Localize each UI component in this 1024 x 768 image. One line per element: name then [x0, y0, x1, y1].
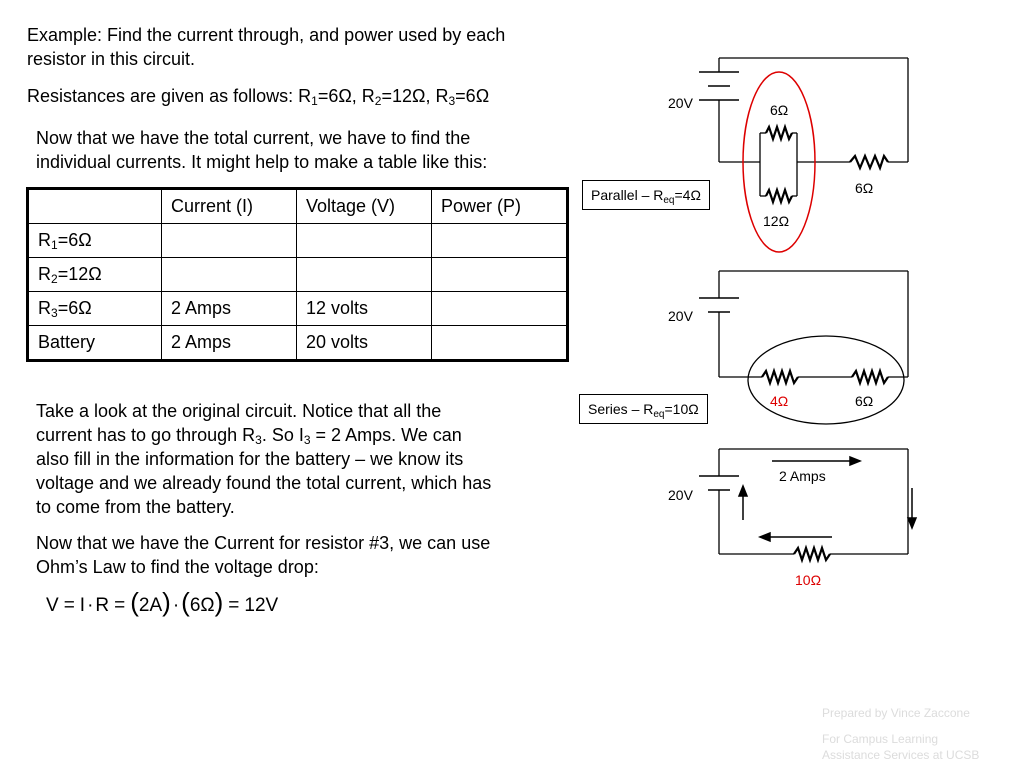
credit-org: For Campus Learning Assistance Services … — [822, 731, 979, 763]
r2-value: =12Ω, R — [381, 86, 449, 106]
eq-equals: = — [63, 595, 75, 616]
para2-line-2: Ohm’s Law to find the voltage drop: — [36, 557, 319, 577]
ohms-law-paragraph: Now that we have the Current for resisto… — [36, 531, 490, 579]
cell-power — [431, 325, 568, 361]
credit-org-line-2: Assistance Services at UCSB — [822, 748, 980, 762]
eq-equals: = — [114, 595, 126, 616]
circuit2-r-series-1-label: 4Ω — [770, 393, 789, 409]
header-current: Current (I) — [161, 188, 297, 224]
table-intro: Now that we have the total current, we h… — [36, 126, 487, 174]
para1-line-3: also fill in the information for the bat… — [36, 449, 464, 469]
battery-icon — [699, 475, 739, 491]
r3-value: =6Ω — [455, 86, 490, 106]
r1-value: =6Ω, R — [317, 86, 375, 106]
eq-result: 12V — [244, 595, 279, 616]
table-row: R2=12Ω — [27, 257, 568, 292]
para1-line-2: current has to go through R3. So I3 = 2 … — [36, 425, 462, 447]
circuit1-voltage-label: 20V — [668, 95, 693, 111]
parallel-highlight-icon — [742, 71, 816, 253]
header-power: Power (P) — [431, 188, 568, 224]
problem-line-1: Example: Find the current through, and p… — [27, 25, 506, 45]
para1-line-1: Take a look at the original circuit. Not… — [36, 401, 442, 421]
circuit3-resistance-label: 10Ω — [795, 572, 822, 588]
resistance-list: Resistances are given as follows: R1=6Ω,… — [27, 84, 489, 108]
cell-current: 2 Amps — [161, 325, 297, 361]
cell-voltage: 20 volts — [296, 325, 432, 361]
eq-dot: · — [87, 595, 94, 616]
parallel-equivalent-label: Parallel – Req=4Ω — [582, 180, 710, 210]
eq-i: I — [79, 595, 86, 616]
credit-author: Prepared by Vince Zaccone — [822, 706, 970, 720]
series-highlight-icon — [747, 335, 905, 425]
cell-current — [161, 257, 297, 292]
eq-term-resistance: 6Ω — [189, 595, 215, 616]
circuit1-r1-label: 6Ω — [770, 102, 789, 118]
table-intro-line-1: Now that we have the total current, we h… — [36, 128, 471, 148]
header-voltage: Voltage (V) — [296, 188, 432, 224]
values-table: Current (I) Voltage (V) Power (P) R1=6Ω … — [26, 187, 569, 362]
cell-power — [431, 291, 568, 326]
circuit-2-wires — [718, 270, 909, 378]
problem-line-2: resistor in this circuit. — [27, 49, 196, 69]
eq-dot: · — [172, 595, 180, 616]
eq-term-current: 2A — [138, 595, 163, 616]
series-equivalent-label: Series – Req=10Ω — [579, 394, 708, 424]
resistor-icon — [793, 544, 831, 564]
resistor-icon — [761, 367, 889, 387]
resistor-icon — [765, 123, 889, 206]
battery-icon — [699, 297, 739, 313]
explanation-paragraph: Take a look at the original circuit. Not… — [36, 399, 491, 519]
table-row: Battery 2 Amps 20 volts — [27, 325, 568, 361]
row-label-r3: R3=6Ω — [27, 291, 162, 326]
eq-equals: = — [228, 595, 240, 616]
circuit1-r2-label: 12Ω — [763, 213, 790, 229]
cell-power — [431, 257, 568, 292]
para1-line-4: voltage and we already found the total c… — [36, 473, 492, 493]
table-header-row: Current (I) Voltage (V) Power (P) — [27, 188, 568, 224]
current-arrow-icon — [737, 455, 918, 543]
circuit-1-wires — [718, 57, 909, 197]
table-intro-line-2: individual currents. It might help to ma… — [36, 152, 488, 172]
circuit3-voltage-label: 20V — [668, 487, 693, 503]
circuit1-r3-label: 6Ω — [855, 180, 874, 196]
r3-subscript: 3 — [448, 94, 456, 108]
para2-line-1: Now that we have the Current for resisto… — [36, 533, 491, 553]
credit-org-line-1: For Campus Learning — [822, 732, 939, 746]
row-label-battery: Battery — [27, 325, 162, 361]
r1-subscript: 1 — [311, 94, 318, 108]
resistance-prefix: Resistances are given as follows: R — [27, 86, 312, 106]
ohms-law-equation: V=I·R=(2A)·(6Ω)=12V — [46, 587, 279, 617]
para1-line-5: to come from the battery. — [36, 497, 235, 517]
circuit3-current-label: 2 Amps — [779, 468, 826, 484]
problem-statement: Example: Find the current through, and p… — [27, 23, 505, 71]
cell-voltage — [296, 223, 432, 258]
circuit-3-wires — [718, 448, 909, 555]
r2-subscript: 2 — [374, 94, 382, 108]
circuit2-r-series-2-label: 6Ω — [855, 393, 874, 409]
eq-v: V — [46, 595, 59, 616]
circuit2-voltage-label: 20V — [668, 308, 693, 324]
battery-icon — [699, 71, 739, 101]
eq-r: R — [95, 595, 110, 616]
